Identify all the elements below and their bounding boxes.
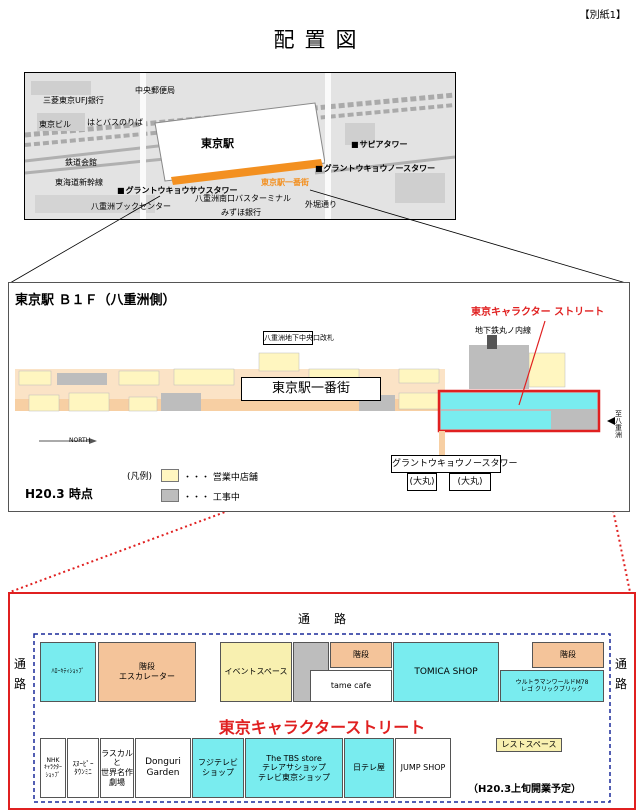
b1f-north-label: NORTH xyxy=(69,437,91,444)
opening-note: （H20.3上旬開業予定） xyxy=(468,784,582,795)
page-title: 配置図 xyxy=(273,28,367,52)
map-label-bank: 三菱東京UFJ銀行 xyxy=(43,96,104,105)
b1f-ichibangai-label: 東京駅一番街 xyxy=(241,377,381,401)
b1f-yaesu-marker: 至八重洲 xyxy=(615,410,622,439)
b1f-subway-label: 地下鉄 xyxy=(475,326,499,335)
map-label-sotobori: 外堀通り xyxy=(305,200,337,209)
tomica-shop: TOMICA SHOP xyxy=(393,642,499,702)
shop-nittele-ya: 日テレ屋 xyxy=(344,738,394,798)
b1f-exit-gate: 八重洲地下中央口改札 xyxy=(263,331,334,346)
b1f-plan: 東京駅 Ｂ１Ｆ（八重洲側） xyxy=(8,282,630,512)
tame-cafe: tame cafe xyxy=(310,670,392,702)
shop-hello-kitty: ﾊﾛｰｷﾃｨｼｮｯﾌﾟ xyxy=(40,642,96,702)
b1f-title: 東京駅 Ｂ１Ｆ（八重洲側） xyxy=(15,293,176,308)
b1f-daimaru-a: (大丸) xyxy=(407,473,437,491)
character-street-detail: 通 路 通路 通路 ﾊﾛｰｷﾃｨｼｮｯﾌﾟ 階段 エスカレーター イベントスペー… xyxy=(8,592,636,810)
b1f-north-tower: グラントウキョウノースタワー xyxy=(391,455,518,473)
b1f-marunouchi-label: 丸ノ内線 xyxy=(499,326,531,335)
b1f-as-of: H20.3 時点 xyxy=(25,487,93,501)
shop-snoopy: ｽﾇｰﾋﾟｰ ﾀｳﾝﾐﾆ xyxy=(67,738,99,798)
rest-space: レストスペース xyxy=(496,738,562,752)
area-map: 三菱東京UFJ銀行 東京ビル はとバスのりば 中央郵便局 鉄道会館 東海道新幹線… xyxy=(24,72,456,220)
map-label-bus-terminal: 八重洲南口バスターミナル xyxy=(195,194,291,203)
map-label-tetsudo: 鉄道会館 xyxy=(65,158,97,167)
legend-open-label: ・・・ 営業中店舗 xyxy=(183,473,258,483)
road-top-label: 通 路 xyxy=(298,612,353,626)
map-label-post: 中央郵便局 xyxy=(135,86,175,95)
shop-donguri-garden: Donguri Garden xyxy=(135,738,191,798)
attachment-label: 【別紙1】 xyxy=(579,10,626,21)
legend-title: (凡例) xyxy=(127,472,153,482)
map-label-hato-bus: はとバスのりば xyxy=(87,118,143,127)
shop-nhk: NHK ｷｬﾗｸﾀｰ ｼｮｯﾌﾟ xyxy=(40,738,66,798)
map-label-ichibangai: 東京駅一番街 xyxy=(261,178,309,187)
shop-rascal: ラスカル と 世界名作 劇場 xyxy=(100,738,134,798)
detail-boundary xyxy=(33,633,611,803)
stairs-right: 階段 xyxy=(532,642,604,668)
stairs-mid: 階段 xyxy=(330,642,392,668)
shop-tbs-asahi-tokyo: The TBS store テレアサショップ テレビ東京ショップ xyxy=(245,738,343,798)
street-name: 東京キャラクターストリート xyxy=(218,718,426,737)
map-label-south-tower: グラントウキョウサウスタワー xyxy=(117,185,238,196)
map-label-tokyo-station: 東京駅 xyxy=(201,137,234,150)
map-label-tokyo-bldg: 東京ビル xyxy=(39,120,71,129)
ultraman-lego: ウルトラマンワールドM78 レゴ クリックブリック xyxy=(500,670,604,702)
legend-construction-label: ・・・ 工事中 xyxy=(183,493,240,503)
stairs-escalator: 階段 エスカレーター xyxy=(98,642,196,702)
road-left-label: 通路 xyxy=(14,657,27,691)
legend-open-swatch xyxy=(161,469,179,482)
shop-fuji-tv: フジテレビ ショップ xyxy=(192,738,244,798)
b1f-callout-label: 東京キャラクター ストリート xyxy=(471,307,605,318)
legend-construction-swatch xyxy=(161,489,179,502)
map-label-shinkansen: 東海道新幹線 xyxy=(55,178,103,187)
event-space: イベントスペース xyxy=(220,642,292,702)
map-label-north-tower: グラントウキョウノースタワー xyxy=(315,163,436,174)
road-right-label: 通路 xyxy=(615,657,628,691)
shop-jump-shop: JUMP SHOP xyxy=(395,738,451,798)
map-label-book-center: 八重洲ブックセンター xyxy=(91,202,171,211)
b1f-daimaru-b: (大丸) xyxy=(449,473,491,491)
map-label-sapia: サピアタワー xyxy=(351,139,408,150)
map-label-mizuho: みずほ銀行 xyxy=(221,208,261,217)
